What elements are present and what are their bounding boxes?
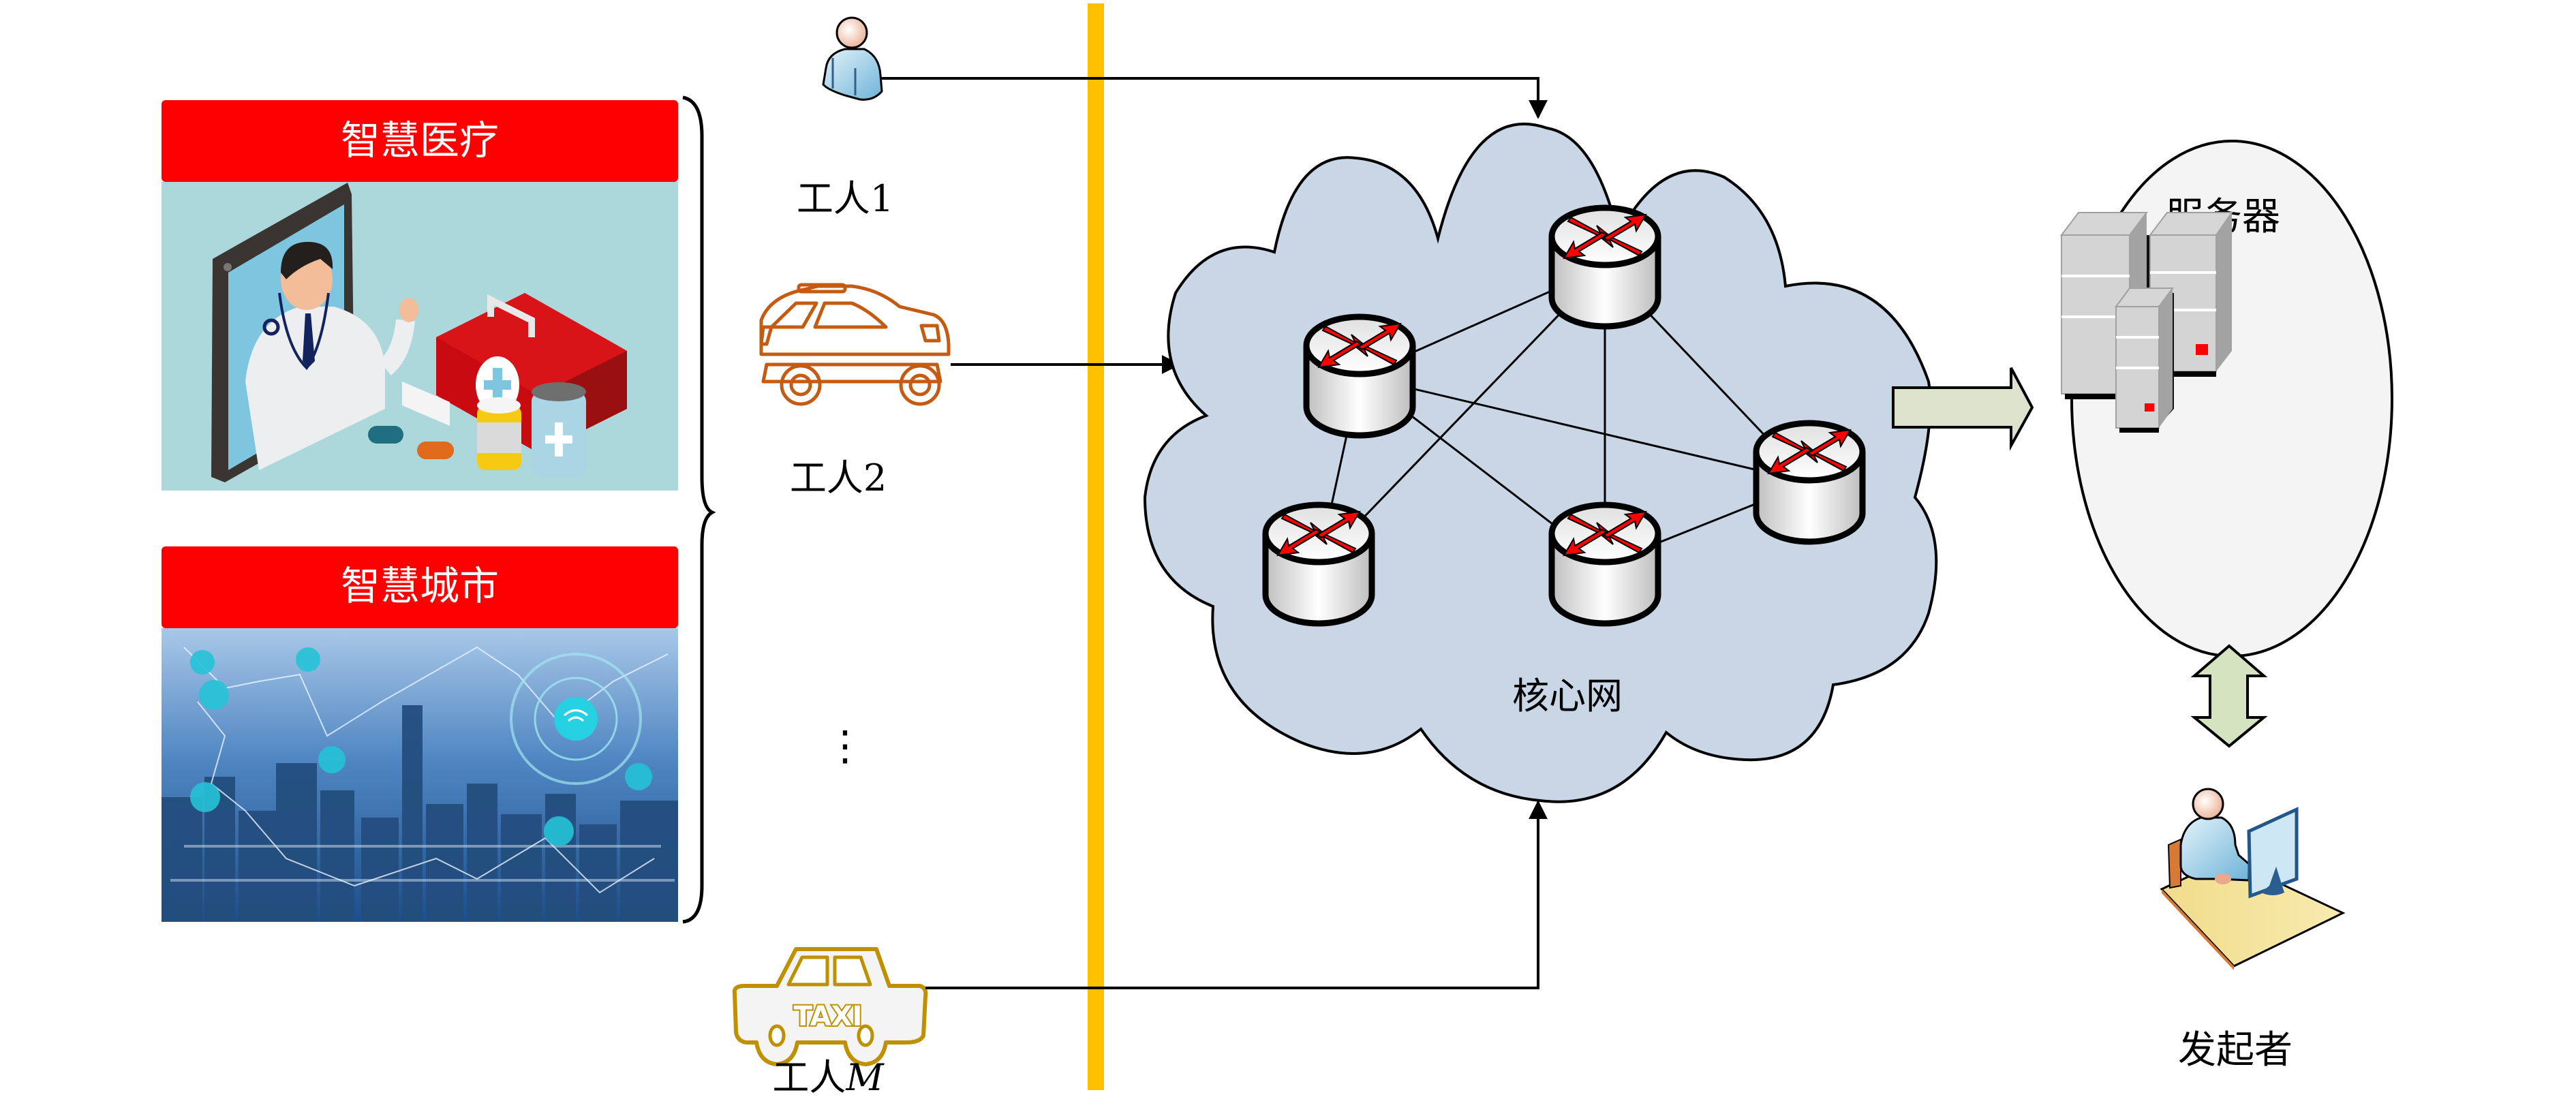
bidirectional-arrow-icon — [2190, 644, 2268, 748]
worker-2: 工人2 — [759, 283, 951, 499]
worker-label: 工人1 — [797, 177, 893, 220]
taxi-icon: TAXI — [732, 947, 928, 1066]
network-link — [1317, 266, 1606, 566]
application-card-city: 智慧城市 — [162, 546, 678, 922]
worker-label: 工人M — [772, 1056, 885, 1099]
user-at-computer-icon — [2160, 788, 2346, 970]
car-icon — [759, 283, 951, 406]
smart-city-illustration — [162, 628, 678, 922]
server-rack-icon — [2059, 211, 2233, 433]
core-network: 核心网 — [1143, 122, 1938, 803]
router-icon — [1548, 204, 1661, 330]
worker-connectors — [881, 77, 1548, 989]
grouping-brace — [682, 95, 716, 924]
medicine-bottles-icon — [368, 382, 586, 477]
more-workers-ellipsis: ⋮ — [825, 722, 865, 770]
application-card-medical: 智慧医疗 — [162, 100, 678, 491]
worker-m: TAXI 工人M — [732, 947, 928, 1099]
trust-boundary-divider — [1088, 3, 1104, 1090]
router-icon — [1262, 501, 1375, 627]
card-header — [162, 546, 678, 628]
network-cloud — [1143, 122, 1938, 803]
initiator-label: 发起者 — [2178, 1028, 2293, 1072]
router-icon — [1548, 501, 1661, 627]
initiator: 发起者 — [2160, 788, 2346, 1072]
worker-label: 工人2 — [790, 456, 887, 499]
connector-worker-m — [925, 800, 1548, 989]
card-header — [162, 100, 678, 182]
connector-worker-1 — [881, 77, 1548, 119]
network-link — [1359, 375, 1810, 484]
person-icon — [822, 16, 883, 101]
server-group: 服务器 — [2059, 140, 2393, 657]
doctor-icon — [245, 242, 418, 470]
medical-illustration — [162, 182, 678, 491]
core-network-label: 核心网 — [1512, 675, 1623, 717]
taxi-sign: TAXI — [794, 1001, 863, 1032]
wifi-icon — [510, 653, 642, 785]
router-icon — [1303, 313, 1416, 439]
card-title: 智慧医疗 — [341, 117, 499, 164]
card-title: 智慧城市 — [341, 563, 499, 609]
router-icon — [1753, 420, 1866, 545]
uplink-arrow-icon — [1892, 367, 2034, 451]
worker-1: 工人1 — [797, 16, 893, 220]
routers — [1262, 204, 1866, 627]
